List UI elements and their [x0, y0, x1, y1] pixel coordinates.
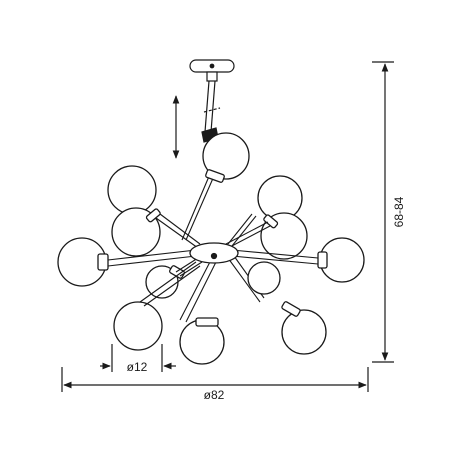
plate-screw	[209, 63, 215, 69]
arm-right-middle	[225, 221, 271, 249]
globe-diameter-label: ø12	[127, 360, 148, 374]
globe-diameter-dimension	[100, 344, 176, 372]
globe-lower-left	[113, 301, 163, 351]
globes	[57, 132, 365, 365]
globe-lower-right	[281, 309, 327, 355]
globe-top	[202, 132, 250, 180]
globe-upper-left	[107, 165, 157, 215]
canopy-collar	[206, 71, 218, 82]
arm-left-middle	[155, 213, 201, 249]
rod-left-edge	[204, 80, 210, 133]
diameter-label: ø82	[204, 388, 225, 402]
arm-upper-right	[227, 213, 257, 247]
arm-bottom-center	[179, 257, 219, 323]
globe-back-right	[247, 261, 281, 295]
socket-lower-right	[281, 301, 301, 317]
hub-screw	[210, 252, 218, 260]
arm-lower-left	[139, 261, 201, 307]
socket-top	[205, 169, 225, 183]
central-hub	[189, 242, 239, 264]
rod-right-edge	[210, 80, 216, 133]
height-dimension	[372, 61, 394, 363]
socket-left-middle	[145, 208, 161, 223]
rod-break-mark	[203, 107, 221, 113]
socket-right-middle	[263, 214, 279, 229]
socket-far-left	[97, 253, 109, 271]
arm-far-right	[231, 249, 319, 265]
arm-back-left	[175, 257, 203, 277]
socket-far-right	[317, 251, 328, 269]
arm-far-left	[107, 249, 197, 267]
diameter-dimension	[61, 367, 369, 392]
front-arms	[107, 213, 319, 307]
height-label: 68-84	[392, 196, 406, 227]
arm-top-globe	[181, 173, 215, 241]
socket-bottom-center	[195, 317, 219, 327]
back-arms	[179, 173, 265, 323]
canopy	[189, 59, 235, 82]
